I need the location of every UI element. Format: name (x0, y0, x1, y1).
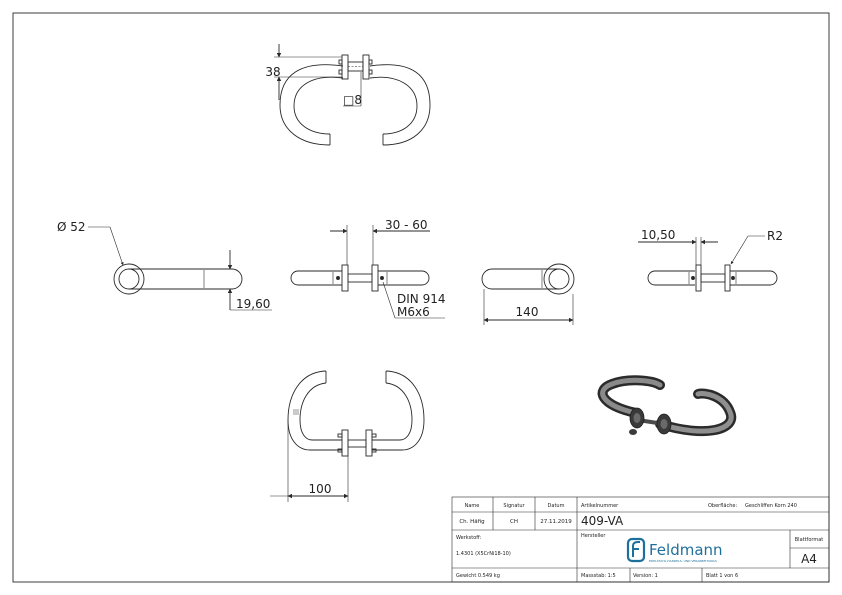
bottom-view (270, 370, 425, 502)
dim-range: 30 - 60 (385, 218, 428, 232)
dim-depth: 100 (309, 482, 332, 496)
side-view-left (88, 226, 272, 311)
tb-sheet: Blatt 1 von 6 (706, 573, 738, 579)
tb-material-label: Werkstoff: (456, 535, 482, 541)
tb-material-value: 1.4301 (X5CrNi18-10) (456, 551, 511, 557)
dim-screw-size: M6x6 (397, 305, 430, 319)
drawing-frame (12, 12, 830, 583)
tb-signature-label: Signatur (503, 503, 525, 509)
tb-signature-value: CH (510, 519, 518, 525)
tb-surface-value: Geschliffen Korn 240 (745, 503, 797, 509)
dim-screw-spec: DIN 914 (397, 292, 445, 306)
dim-width: 10,50 (641, 228, 675, 242)
feldmann-logo: Feldmann EDELSTAHL-HANDELS- UND VERARBEI… (626, 537, 723, 563)
top-view (274, 44, 431, 146)
tb-weight: Gewicht 0.549 kg (456, 573, 500, 579)
tb-scale: Massstab: 1:5 (581, 573, 616, 579)
tb-name-value: Ch. Häfig (459, 519, 484, 525)
tb-format-value: A4 (801, 552, 817, 566)
tb-article-value: 409-VA (581, 514, 624, 528)
front-view-right (638, 235, 778, 292)
isometric-rendering (597, 375, 737, 437)
tb-surface-label: Oberfläche: (708, 503, 737, 509)
dim-height: 19,60 (236, 297, 270, 311)
tb-format-label: Blattformat (795, 537, 824, 543)
tb-manufacturer-label: Hersteller (581, 533, 606, 539)
dim-radius: R2 (767, 229, 783, 243)
tb-article-label: Artikelnummer (581, 503, 619, 509)
tb-version: Version: 1 (633, 573, 658, 579)
dim-diameter: Ø 52 (57, 220, 86, 234)
tb-date-label: Datum (548, 503, 565, 509)
front-view-center (290, 225, 445, 319)
tb-date-value: 27.11.2019 (540, 519, 572, 525)
side-view-right (481, 263, 575, 325)
dim-top-square: □8 (343, 93, 362, 107)
logo-name: Feldmann (649, 541, 723, 559)
dim-top-height: 38 (265, 65, 280, 79)
title-block (451, 496, 830, 583)
dim-length: 140 (516, 305, 539, 319)
tb-name-label: Name (465, 503, 480, 509)
logo-tagline: EDELSTAHL-HANDELS- UND VERARBEITUNGS (649, 559, 717, 563)
